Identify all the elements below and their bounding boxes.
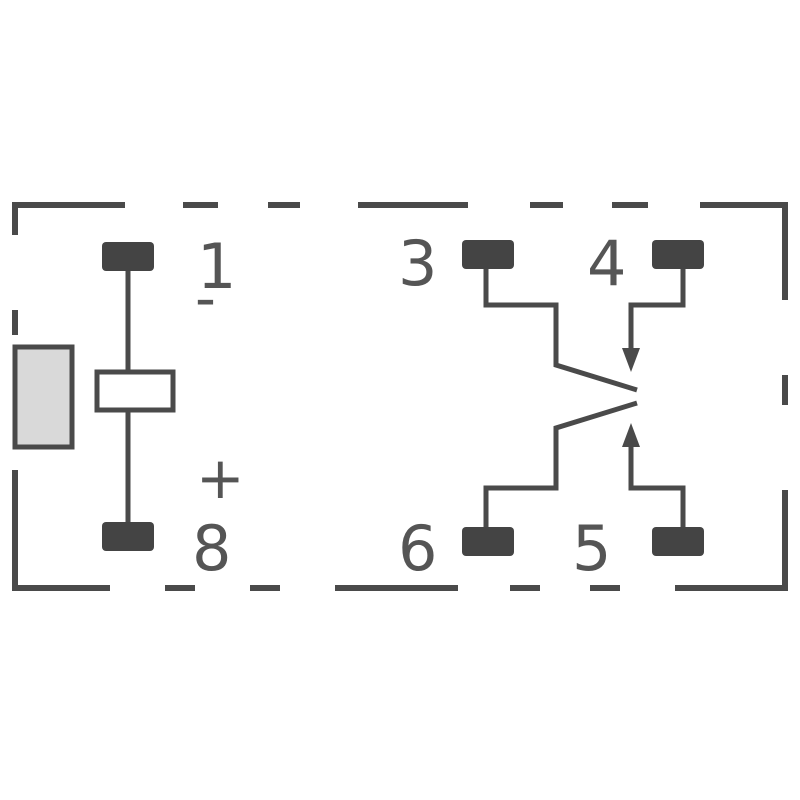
pad-pin-3 (462, 240, 514, 269)
polarity-indicator (12, 344, 75, 450)
pad-pin-1 (102, 242, 154, 271)
lower-fixed-contact (628, 440, 686, 527)
upper-fixed-contact (628, 269, 686, 355)
upper-armature (483, 269, 638, 393)
contact-arrows (622, 348, 640, 447)
pin-label-3: 3 (398, 227, 437, 300)
lower-armature (483, 400, 638, 527)
arrow-up-icon (622, 423, 640, 447)
positive-polarity-mark: + (196, 444, 245, 512)
coil-symbol (94, 369, 176, 413)
negative-polarity-mark: - (195, 264, 216, 332)
contact-circuit (483, 269, 686, 527)
pad-pin-6 (462, 527, 514, 556)
pin-label-4: 4 (587, 227, 626, 300)
terminal-pads (102, 240, 704, 556)
pad-pin-4 (652, 240, 704, 269)
coil-circuit (94, 258, 176, 535)
pin-label-6: 6 (398, 512, 437, 585)
pad-pin-8 (102, 522, 154, 551)
package-outline (12, 202, 788, 591)
pin-label-8: 8 (192, 512, 231, 585)
pin-label-5: 5 (572, 512, 611, 585)
pin-label-1: 1 (197, 230, 236, 303)
arrow-down-icon (622, 348, 640, 372)
pad-pin-5 (652, 527, 704, 556)
